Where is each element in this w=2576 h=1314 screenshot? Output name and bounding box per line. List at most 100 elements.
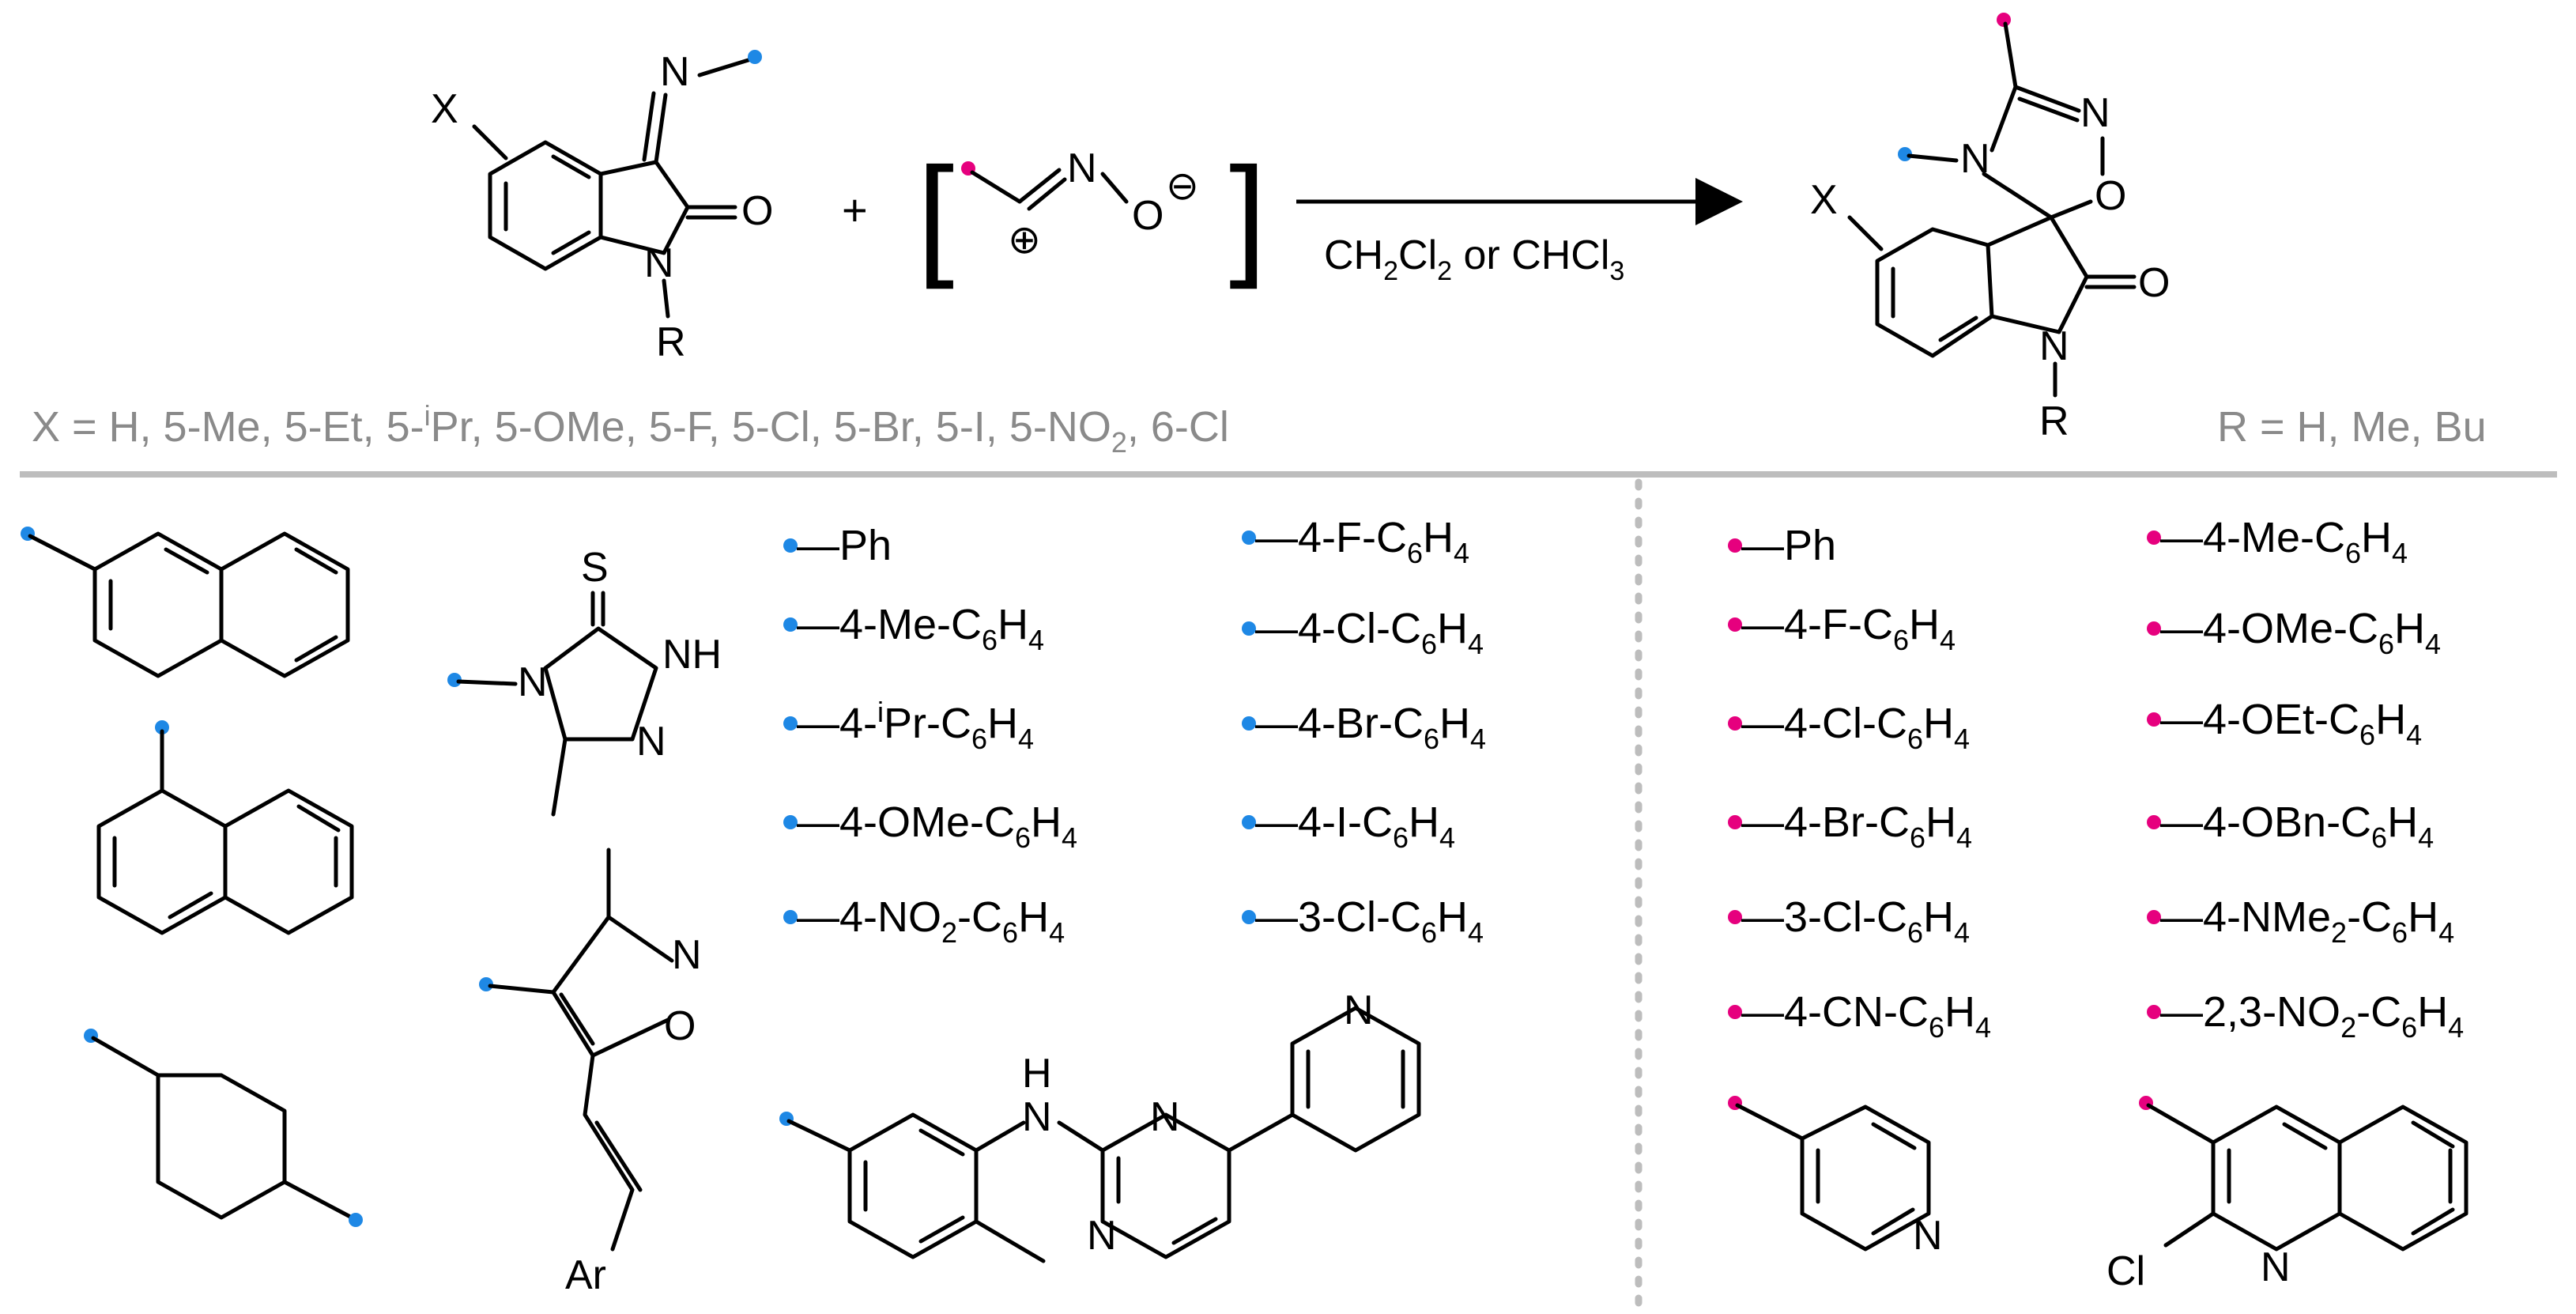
blue-col2-item-4: —3-Cl-C6H4 xyxy=(1255,893,1484,949)
conditions-part2: Cl xyxy=(1398,232,1437,278)
conditions-label: CH2Cl2 or CHCl3 xyxy=(1324,232,1624,286)
x-sub: 2 xyxy=(1111,426,1127,459)
pink-list-col2: —4-Me-C6H4 —4-OMe-C6H4 —4-OEt-C6H4 —4-OB… xyxy=(2147,514,2464,1044)
pink-attachment-dot xyxy=(1728,716,1742,731)
blue-attachment-dot xyxy=(783,910,798,924)
n-label: N xyxy=(1067,145,1097,191)
isatin-imine-reactant: N O N R X xyxy=(431,49,773,365)
minus-charge: ⊖ xyxy=(1166,164,1199,208)
x-prefix: X = H, 5-Me, 5-Et, 5- xyxy=(32,403,424,451)
blue-attachment-dot xyxy=(1242,716,1256,731)
pink-list-col1: —Ph —4-F-C6H4 —4-Cl-C6H4 —4-Br-C6H4 —3-C… xyxy=(1728,522,1991,1044)
blue-col1-item-4: —4-NO2-C6H4 xyxy=(797,893,1065,949)
blue-list-col1: —Ph —4-Me-C6H4 —4-iPr-C6H4 —4-OMe-C6H4 —… xyxy=(783,522,1077,949)
blue-col1-item-2: —4-iPr-C6H4 xyxy=(797,696,1034,755)
x-suffix: , 6-Cl xyxy=(1127,403,1229,451)
pink-attachment-dot xyxy=(2147,531,2161,545)
blue-attachment-dot xyxy=(1242,815,1256,829)
carbonyl-o-label: O xyxy=(741,188,773,234)
isoxazole-n: N xyxy=(672,932,702,978)
pink-col2-item-2: —4-OEt-C6H4 xyxy=(2160,696,2422,751)
pyridyl-n: N xyxy=(1913,1213,1943,1259)
bracket-left: [ xyxy=(917,140,954,290)
blue-2-naphthyl xyxy=(21,527,350,678)
blue-col2-item-3: —4-I-C6H4 xyxy=(1255,799,1455,854)
blue-isoxazole: N O Ar xyxy=(479,848,702,1298)
pink-4-pyridyl: N xyxy=(1728,1096,1943,1259)
quinoline-n: N xyxy=(2261,1244,2291,1290)
blue-attachment-dot xyxy=(1898,147,1912,161)
isoxazole-o: O xyxy=(664,1003,696,1049)
nitrile-oxide-reactant: [ N O ⊖ ⊕ ] xyxy=(917,140,1266,290)
triazole-s: S xyxy=(581,545,609,591)
blue-list-col2: —4-F-C6H4 —4-Cl-C6H4 —4-Br-C6H4 —4-I-C6H… xyxy=(1242,514,1486,949)
product-o-ring: O xyxy=(2095,173,2126,219)
conditions-sub2: 2 xyxy=(1437,256,1452,286)
ring-n-label: N xyxy=(644,240,674,286)
blue-col1-item-0: —Ph xyxy=(797,522,892,569)
pink-col2-item-4: —4-NMe2-C6H4 xyxy=(2160,893,2454,949)
r-label: R xyxy=(656,319,686,365)
pink-attachment-dot xyxy=(2147,815,2161,829)
conditions-part3: or CHCl xyxy=(1452,232,1609,278)
quinoline-cl: Cl xyxy=(2106,1248,2145,1294)
anilino-h: H xyxy=(1022,1051,1052,1097)
pyrimidine-n2: N xyxy=(1087,1213,1117,1259)
product-r-label: R xyxy=(2039,398,2069,444)
pink-attachment-dot xyxy=(2147,621,2161,636)
product-x-label: X xyxy=(1810,177,1838,223)
bracket-right: ] xyxy=(1229,140,1266,290)
blue-attachment-dot xyxy=(1242,621,1256,636)
pink-col1-item-3: —4-Br-C6H4 xyxy=(1741,799,1972,854)
pink-col1-item-5: —4-CN-C6H4 xyxy=(1741,988,1991,1044)
blue-attachment-dot xyxy=(783,815,798,829)
pink-col2-item-1: —4-OMe-C6H4 xyxy=(2160,605,2441,660)
triazole-nh: NH xyxy=(662,632,722,678)
blue-attachment-dot xyxy=(349,1213,363,1227)
reaction-arrow: CH2Cl2 or CHCl3 xyxy=(1296,178,1743,286)
blue-attachment-dot xyxy=(783,538,798,553)
product-n-lower: N xyxy=(2039,323,2069,369)
pink-col2-item-0: —4-Me-C6H4 xyxy=(2160,514,2408,569)
conditions-sub1: 2 xyxy=(1383,256,1398,286)
pink-col1-item-0: —Ph xyxy=(1741,522,1836,569)
triazole-n2: N xyxy=(636,719,666,765)
pink-attachment-dot xyxy=(1728,1005,1742,1019)
triazole-n1: N xyxy=(518,659,548,705)
pink-chloroquinolinyl: N Cl xyxy=(2106,1096,2469,1294)
x-sup: i xyxy=(424,399,431,432)
r-substituent-list: R = H, Me, Bu xyxy=(2217,403,2487,451)
blue-col2-item-1: —4-Cl-C6H4 xyxy=(1255,605,1484,660)
pink-attachment-dot xyxy=(2147,1005,2161,1019)
isoxazole-ar: Ar xyxy=(565,1252,606,1298)
imine-n-label: N xyxy=(660,49,690,95)
blue-triazole-thione: S NH N N xyxy=(447,545,722,817)
pyridine-n-label: N xyxy=(1344,987,1374,1033)
pink-col2-item-3: —4-OBn-C6H4 xyxy=(2160,799,2434,854)
product-n-ring: N xyxy=(2080,90,2110,136)
pink-col1-item-4: —3-Cl-C6H4 xyxy=(1741,893,1970,949)
pink-attachment-dot xyxy=(1728,617,1742,632)
conditions-part1: CH xyxy=(1324,232,1383,278)
pyrimidine-n1: N xyxy=(1150,1094,1180,1140)
x-mid: Pr, 5-OMe, 5-F, 5-Cl, 5-Br, 5-I, 5-NO xyxy=(431,403,1111,451)
blue-col2-item-0: —4-F-C6H4 xyxy=(1255,514,1469,569)
blue-attachment-dot xyxy=(1242,910,1256,924)
plus-charge: ⊕ xyxy=(1008,217,1041,262)
blue-1-naphthyl xyxy=(96,720,354,935)
blue-attachment-dot xyxy=(783,617,798,632)
blue-attachment-dot xyxy=(1242,531,1256,545)
pink-attachment-dot xyxy=(2147,910,2161,924)
blue-attachment-dot xyxy=(155,720,169,734)
blue-attachment-dot xyxy=(447,673,462,687)
anilino-n: N xyxy=(1022,1094,1052,1140)
pink-attachment-dot xyxy=(1728,815,1742,829)
o-label: O xyxy=(1132,193,1164,239)
blue-attachment-dot xyxy=(479,977,493,991)
conditions-sub3: 3 xyxy=(1609,256,1624,286)
pink-col1-item-1: —4-F-C6H4 xyxy=(1741,601,1956,656)
pink-attachment-dot xyxy=(1728,538,1742,553)
x-substituent-list: X = H, 5-Me, 5-Et, 5-iPr, 5-OMe, 5-F, 5-… xyxy=(32,399,1229,459)
blue-col1-item-3: —4-OMe-C6H4 xyxy=(797,799,1077,854)
